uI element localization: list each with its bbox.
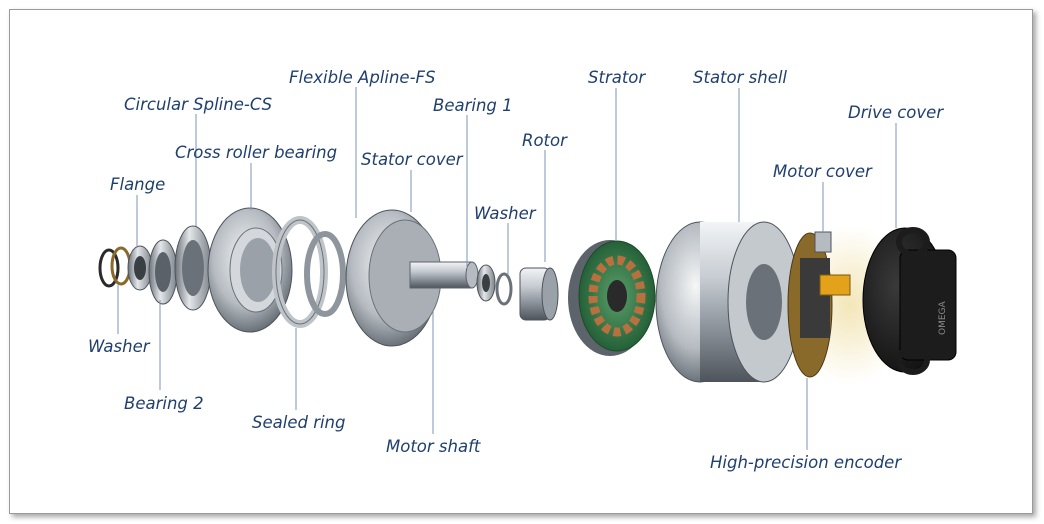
washer-rings-part [98,246,132,288]
sealed-ring-part [272,216,346,328]
label-motor-shaft: Motor shaft [386,437,481,456]
bearing-2-part [148,239,178,305]
stator-cover-part [345,209,442,347]
part-labels: Flange Circular Spline-CS Cross roller b… [88,68,944,472]
label-flexible-spline: Flexible Apline-FS [289,68,436,87]
label-strator: Strator [588,68,646,87]
leader-lines [117,87,897,450]
cross-roller-bearing-part [207,207,293,333]
label-motor-cover: Motor cover [773,162,873,181]
label-drive-cover: Drive cover [848,103,944,122]
drive-cover-marking: OMEGA [938,300,948,335]
label-washer-bottom: Washer [88,337,151,356]
label-stator-shell: Stator shell [693,68,787,87]
bearing-1-part [476,264,496,302]
label-bearing-1: Bearing 1 [433,96,513,115]
strator-part [568,240,656,356]
label-washer-top: Washer [474,204,537,223]
label-sealed-ring: Sealed ring [252,413,346,432]
label-encoder: High-precision encoder [710,453,902,472]
motor-shaft-part [409,261,479,289]
flange-part [127,245,153,291]
label-rotor: Rotor [522,131,568,150]
rotor-part [519,267,559,321]
drive-cover-part: OMEGA [862,227,957,375]
label-circular-spline: Circular Spline-CS [124,95,272,114]
label-cross-roller-bearing: Cross roller bearing [175,143,337,162]
circular-spline-part [174,225,212,311]
stator-shell-part [655,221,801,383]
label-bearing-2: Bearing 2 [124,394,204,413]
label-flange: Flange [110,175,165,194]
label-stator-cover: Stator cover [361,150,464,169]
washer-part [495,272,513,306]
